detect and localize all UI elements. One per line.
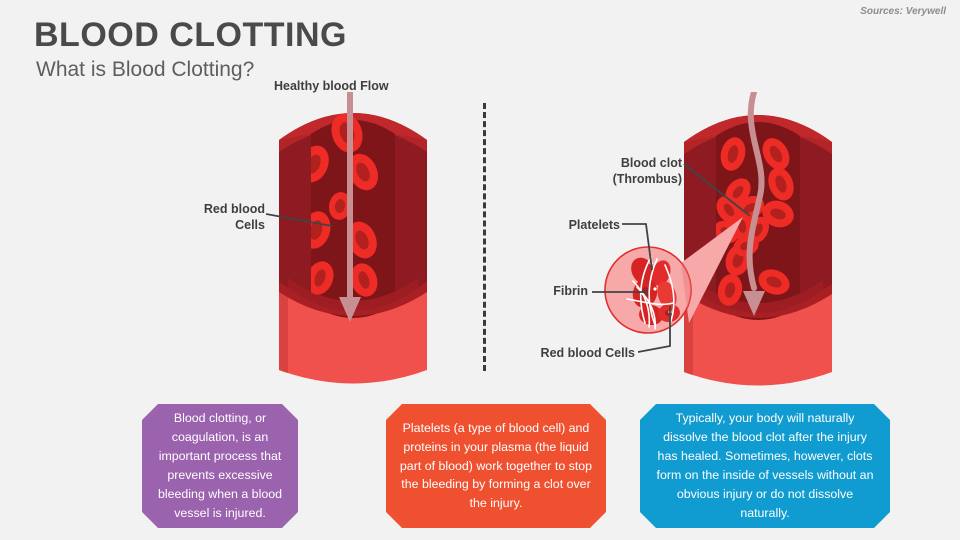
- vessel-lower-edge: [279, 282, 288, 373]
- fibrin-strands: [626, 256, 675, 330]
- blood-flow-arrow-wavy: [743, 89, 765, 316]
- vessel-wall-right: [800, 136, 832, 306]
- info-box-orange-text: Platelets (a type of blood cell) and pro…: [399, 420, 593, 511]
- vessel-inner-floor-shadow: [288, 278, 418, 311]
- leader-line-fibrin: [592, 291, 648, 293]
- vessel-wall-right: [395, 134, 427, 304]
- red-blood-cell: [350, 263, 378, 297]
- red-blood-cell: [762, 200, 794, 228]
- magnified-red-blood-cell: [631, 257, 655, 285]
- label-fibrin: Fibrin: [553, 284, 588, 298]
- red-blood-cell: [311, 145, 329, 183]
- leader-line-platelets: [622, 223, 653, 271]
- label-platelets: Platelets: [568, 218, 620, 232]
- blood-flow-arrow-straight: [339, 92, 361, 322]
- leader-line-red-blood-cells-left: [266, 213, 333, 227]
- healthy-vessel-svg: [279, 92, 427, 384]
- red-blood-cell: [717, 274, 743, 306]
- info-box-orange[interactable]: Platelets (a type of blood cell) and pro…: [386, 404, 606, 528]
- info-box-purple[interactable]: Blood clotting, or coagulation, is an im…: [142, 404, 298, 528]
- vessel-top-arch: [279, 113, 427, 140]
- label-blood-clot: Blood clot (Thrombus): [612, 156, 682, 186]
- info-box-purple-text: Blood clotting, or coagulation, is an im…: [157, 411, 282, 520]
- healthy-blood-vessel-figure: [258, 92, 448, 397]
- sources-attribution: Sources: Verywell: [860, 6, 946, 17]
- section-divider: [483, 103, 486, 371]
- page-subtitle: What is Blood Clotting?: [36, 58, 255, 81]
- red-blood-cell: [328, 192, 352, 220]
- red-blood-cell: [720, 137, 746, 171]
- info-box-blue[interactable]: Typically, your body will naturally diss…: [640, 404, 890, 528]
- red-blood-cell: [347, 153, 379, 191]
- red-blood-cell: [311, 211, 331, 249]
- vessel-top-arch: [684, 115, 832, 142]
- label-red-blood-cells-right: Red blood Cells: [540, 346, 635, 360]
- info-box-blue-text: Typically, your body will naturally diss…: [656, 411, 874, 520]
- leader-line-blood-clot: [683, 163, 751, 217]
- vessel-inner-floor: [684, 284, 832, 318]
- label-healthy-blood-flow: Healthy blood Flow: [274, 79, 389, 93]
- leader-line-red-blood-cells-right: [638, 306, 671, 353]
- red-blood-cell: [347, 221, 377, 259]
- red-blood-cell: [762, 138, 790, 170]
- magnifier-cone: [681, 217, 743, 323]
- vessel-inner-floor: [279, 282, 427, 316]
- red-blood-cell: [768, 167, 794, 201]
- page-title: BLOOD CLOTTING: [34, 16, 347, 54]
- red-blood-cell: [311, 261, 334, 295]
- red-blood-cell: [758, 269, 790, 295]
- label-red-blood-cells-left: Red blood Cells: [203, 202, 265, 232]
- fibrin-node: [653, 287, 657, 291]
